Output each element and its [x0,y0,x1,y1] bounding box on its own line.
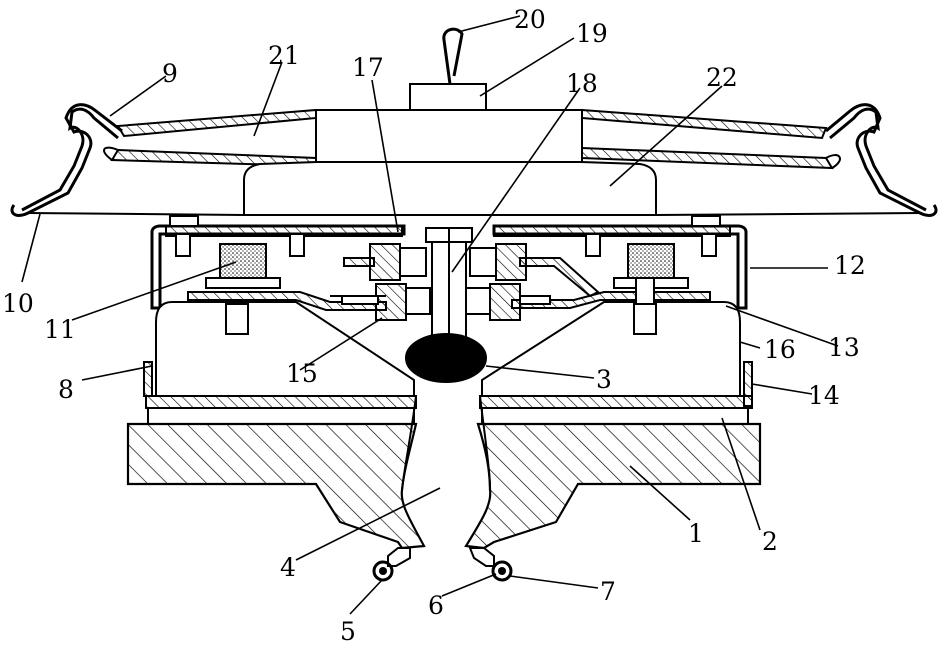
nozzle-left [388,548,410,566]
stub-left [342,296,378,304]
label-15: 15 [286,359,318,388]
label-22: 22 [706,63,738,92]
bolt-icon [176,234,190,256]
damping-block-left [220,244,266,278]
label-3: 3 [596,365,612,394]
bolt-icon [702,234,716,256]
nut-left-lower [406,288,430,314]
bolt-icon [226,304,248,334]
label-2: 2 [762,527,778,556]
plate-2-left [146,396,416,408]
label-5: 5 [340,617,356,646]
cover-top-skin-left [118,110,316,136]
cover-top-skin-right [582,110,826,138]
bracket-plate-left [166,226,402,236]
label-13: 13 [828,333,860,362]
label-8: 8 [58,375,74,404]
bearing-right-lower [490,284,520,320]
fitting-6-core [498,567,506,575]
label-1: 1 [688,519,704,548]
label-16: 16 [764,335,796,364]
nut-left [400,248,426,276]
stub-right [520,296,550,304]
label-4: 4 [280,553,296,582]
base-body [128,396,760,580]
label-17: 17 [352,53,384,82]
gasket-left [148,408,414,424]
bracket-plate-right [494,226,730,236]
label-18: 18 [566,69,598,98]
bearing-left-lower [376,284,406,320]
bearing-left-upper [370,244,400,280]
fitting-5-core [379,567,387,575]
cover-rim-right-inner [830,109,926,210]
nut-right-lower [466,288,490,314]
base-body-right [466,424,760,548]
bracket-tab [692,216,720,226]
cover-rim-left [12,105,122,216]
top-knob [410,84,486,110]
bolt-icon [634,304,656,334]
label-20: 20 [514,5,546,34]
nut-right [470,248,496,276]
base-body-left [128,424,424,548]
upper-cover-assembly [12,29,936,215]
block-base-left [206,278,280,288]
label-7: 7 [600,577,616,606]
damping-block-right [628,244,674,278]
ball-3 [406,334,486,382]
bracket-tab [170,216,198,226]
label-10: 10 [2,289,34,318]
bolt-icon [290,234,304,256]
throat-outline [402,396,490,490]
label-21: 21 [268,41,300,70]
gasket-right [482,408,748,424]
label-12: 12 [834,251,866,280]
bolt-icon [586,234,600,256]
cover-rim-right [826,105,936,216]
bolt-icon [636,278,654,304]
label-6: 6 [428,591,444,620]
cover-rim-left-inner [22,109,118,210]
label-14: 14 [808,381,840,410]
label-9: 9 [162,59,178,88]
nozzle-right [470,548,494,566]
label-19: 19 [576,19,608,48]
arm-upper-right [520,258,598,296]
bearing-right-upper [496,244,526,280]
label-11: 11 [44,315,76,344]
hanging-hook [444,29,462,84]
plate-2-right [480,396,752,408]
